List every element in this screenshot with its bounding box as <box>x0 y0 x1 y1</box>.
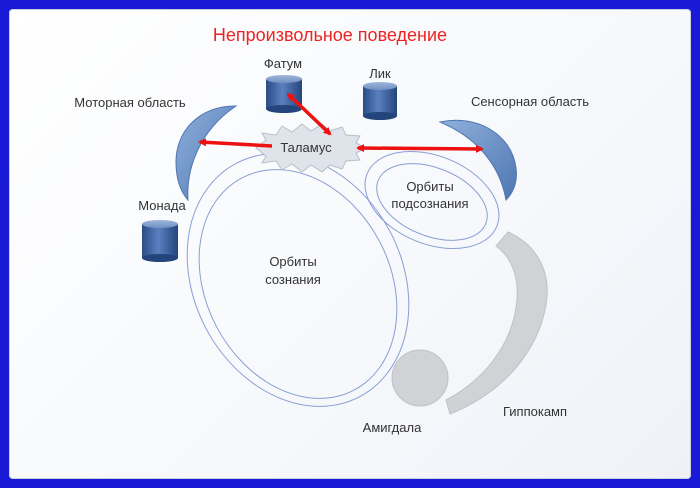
subconscious-orbit-outer <box>364 151 500 249</box>
motor-area-crescent <box>175 105 238 202</box>
conscious-orbit-outer <box>186 153 410 407</box>
label-conscious-orbits-1: Орбиты <box>269 254 316 269</box>
label-amygdala: Амигдала <box>363 420 422 435</box>
lik-cylinder-icon <box>363 82 397 120</box>
hippocampus-shape <box>445 231 548 415</box>
amygdala-shape <box>391 349 449 407</box>
fatum-thalamus-arrow <box>286 92 332 136</box>
label-fatum: Фатум <box>264 56 302 71</box>
thalamus-sensory-arrow <box>356 144 484 153</box>
label-subconscious-orbits-2: подсознания <box>391 196 468 211</box>
label-motor-area: Моторная область <box>74 95 186 110</box>
label-subconscious-orbits-1: Орбиты <box>406 179 453 194</box>
conscious-orbit-inner <box>198 169 398 399</box>
monada-cylinder-icon <box>142 220 178 262</box>
fatum-cylinder-icon <box>266 75 302 113</box>
label-conscious-orbits-2: сознания <box>265 272 321 287</box>
label-thalamus: Таламус <box>280 140 332 155</box>
label-hippocampus: Гиппокамп <box>503 404 567 419</box>
thalamus-motor-arrow <box>198 138 273 148</box>
label-monada: Монада <box>138 198 186 213</box>
subconscious-orbit-inner <box>376 163 488 241</box>
diagram-title: Непроизвольное поведение <box>213 25 447 45</box>
label-lik: Лик <box>369 66 391 81</box>
label-sensory-area: Сенсорная область <box>471 94 589 109</box>
